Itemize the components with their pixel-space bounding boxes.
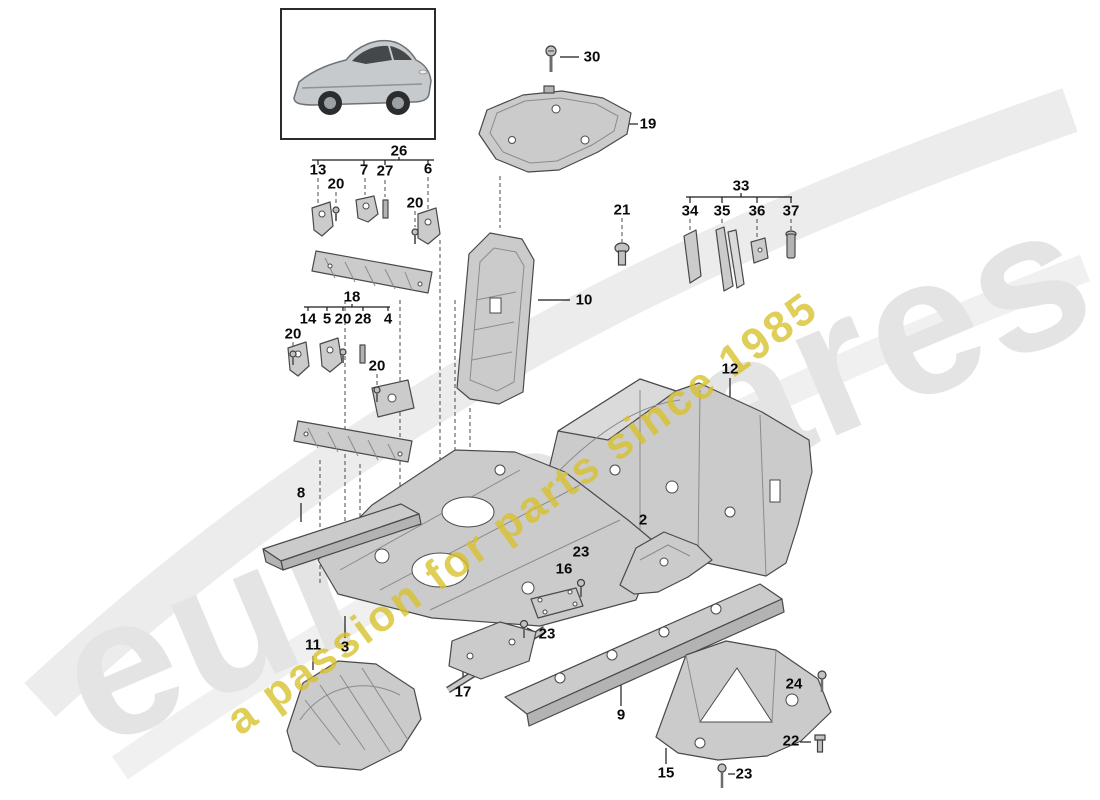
callout-19: 19	[639, 115, 657, 133]
callout-23-c: 23	[735, 765, 753, 783]
part-11-wheelhouse	[286, 660, 422, 771]
callout-20-d: 20	[284, 325, 302, 343]
callout-26: 26	[390, 142, 408, 160]
callout-7: 7	[359, 161, 369, 179]
callout-15: 15	[657, 764, 675, 782]
screw-20-e	[373, 386, 381, 402]
callout-12: 12	[721, 360, 739, 378]
screw-20-a	[332, 206, 340, 221]
part-16-plate	[530, 587, 584, 619]
callout-13: 13	[309, 161, 327, 179]
screw-23-mid	[519, 619, 529, 638]
callout-8: 8	[296, 484, 306, 502]
callout-21: 21	[613, 201, 631, 219]
callout-30: 30	[583, 48, 601, 66]
callout-4: 4	[383, 310, 393, 328]
callout-28: 28	[354, 310, 372, 328]
callout-33: 33	[732, 177, 750, 195]
callout-18: 18	[343, 288, 361, 306]
rivet-21	[614, 242, 630, 266]
part-19-floor-cover	[478, 85, 632, 173]
part-10-side-panel	[456, 232, 535, 405]
fastener-22	[814, 734, 826, 753]
callout-17: 17	[454, 683, 472, 701]
callout-22: 22	[782, 732, 800, 750]
callout-20-e: 20	[368, 357, 386, 375]
callout-16: 16	[555, 560, 573, 578]
callout-11: 11	[305, 636, 321, 654]
callout-20-a: 20	[327, 175, 345, 193]
screw-23-bottom	[717, 763, 727, 788]
car-icon	[293, 39, 432, 115]
part-17-bracket	[446, 621, 547, 693]
callout-27: 27	[376, 162, 394, 180]
part-group-18	[287, 337, 415, 463]
callout-36: 36	[748, 202, 766, 220]
callout-34: 34	[681, 202, 699, 220]
part-group-33	[683, 226, 797, 292]
callout-35: 35	[713, 202, 731, 220]
part-9-longitudinal-member	[504, 583, 785, 727]
callout-20-b: 20	[406, 194, 424, 212]
screw-24	[817, 670, 827, 692]
callout-3: 3	[340, 638, 350, 656]
screw-20-c	[339, 348, 347, 363]
screw-23-top	[576, 578, 586, 597]
callout-23-b: 23	[538, 625, 556, 643]
part-3-floor-pan	[317, 449, 659, 627]
callout-20-c: 20	[334, 310, 352, 328]
part-8-sill-rail	[262, 503, 422, 571]
vehicle-thumbnail-box	[280, 8, 436, 140]
callout-23-a: 23	[572, 543, 590, 561]
screw-20-d	[289, 350, 297, 365]
callout-2: 2	[638, 511, 648, 529]
callout-6: 6	[423, 160, 433, 178]
callout-14: 14	[299, 310, 317, 328]
part-15-suspension-bracket	[655, 640, 832, 761]
screw-30	[545, 45, 557, 72]
screw-20-b	[411, 228, 419, 244]
callout-9: 9	[616, 706, 626, 724]
callout-37: 37	[782, 202, 800, 220]
callout-10: 10	[575, 291, 593, 309]
callout-24: 24	[785, 675, 803, 693]
part-2-bracket	[619, 531, 713, 595]
part-group-13-7-27-6	[311, 195, 441, 294]
callout-5: 5	[322, 310, 332, 328]
